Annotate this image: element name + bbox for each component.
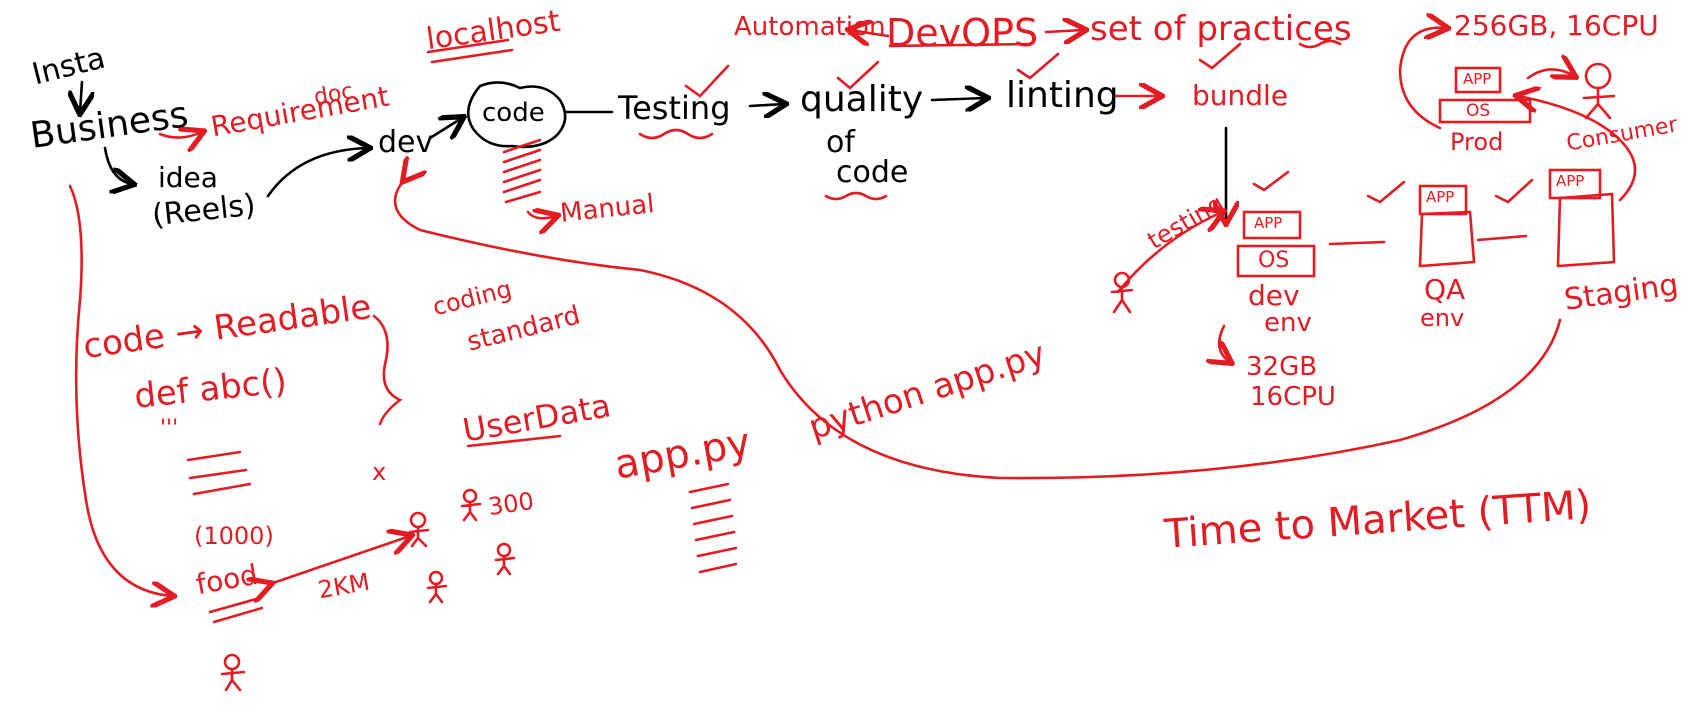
count-1000-label: (1000) — [194, 522, 274, 550]
automation-label: Automation — [734, 12, 886, 42]
count-300-label: 300 — [486, 486, 536, 522]
bundle-label: bundle — [1192, 79, 1289, 112]
idea-label: idea — [158, 161, 218, 194]
qa-label: QA — [1424, 273, 1466, 306]
x-mark-label: x — [372, 458, 387, 486]
dev-os-box — [1236, 244, 1316, 278]
staging-app-label: APP — [1556, 172, 1585, 190]
dev-loop-curve — [393, 180, 1562, 480]
insta-down-arrow — [80, 80, 82, 112]
idea-dev-arrow — [266, 148, 368, 198]
dev-app-box — [1242, 210, 1302, 240]
dev-env-label: dev — [1248, 279, 1300, 312]
dev-label: dev — [378, 125, 434, 160]
automation-arrow — [850, 30, 890, 36]
qa-app-label: APP — [1426, 188, 1455, 206]
dev-specs-label: 32GB — [1246, 352, 1318, 382]
code2-label: code — [836, 155, 909, 190]
prod-os-label: OS — [1466, 101, 1491, 121]
linting-label: linting — [1006, 75, 1119, 116]
prod-os-box — [1438, 98, 1532, 124]
prod-app-label: APP — [1463, 70, 1492, 88]
prod-specs-label: 256GB, 16CPU — [1454, 9, 1659, 42]
quality-label: quality — [800, 79, 924, 120]
prod-specs-arrow — [1398, 28, 1446, 130]
devops-label: DevOPS — [886, 11, 1039, 55]
triple-quote-label: ''' — [160, 416, 179, 441]
qa-env-label: env — [1420, 304, 1465, 332]
practices-label: set of practices — [1090, 9, 1352, 49]
manual-arrow — [526, 212, 556, 218]
prod-app-box — [1454, 66, 1502, 94]
dev-specs-cpu-label: 16CPU — [1250, 382, 1336, 412]
testing-label: Testing — [618, 89, 731, 127]
of-label: of — [826, 125, 855, 160]
code-cloud — [466, 81, 567, 149]
dev-env-env-label: env — [1264, 308, 1312, 338]
requirement-arrow — [158, 132, 202, 138]
business-idea-hook — [103, 146, 132, 184]
dev-os-label: OS — [1258, 248, 1290, 273]
dev-code-arrow — [428, 118, 462, 138]
code-label: code — [482, 98, 545, 128]
staging-box — [1556, 192, 1616, 268]
qa-box — [1418, 210, 1476, 268]
quality-linting-arrow — [930, 98, 986, 100]
prod-label: Prod — [1450, 128, 1504, 156]
dev-app-label: APP — [1254, 214, 1283, 232]
food-distance-arrow — [270, 536, 410, 584]
testing-quality-arrow — [748, 104, 784, 106]
business-food-curve — [68, 184, 172, 596]
